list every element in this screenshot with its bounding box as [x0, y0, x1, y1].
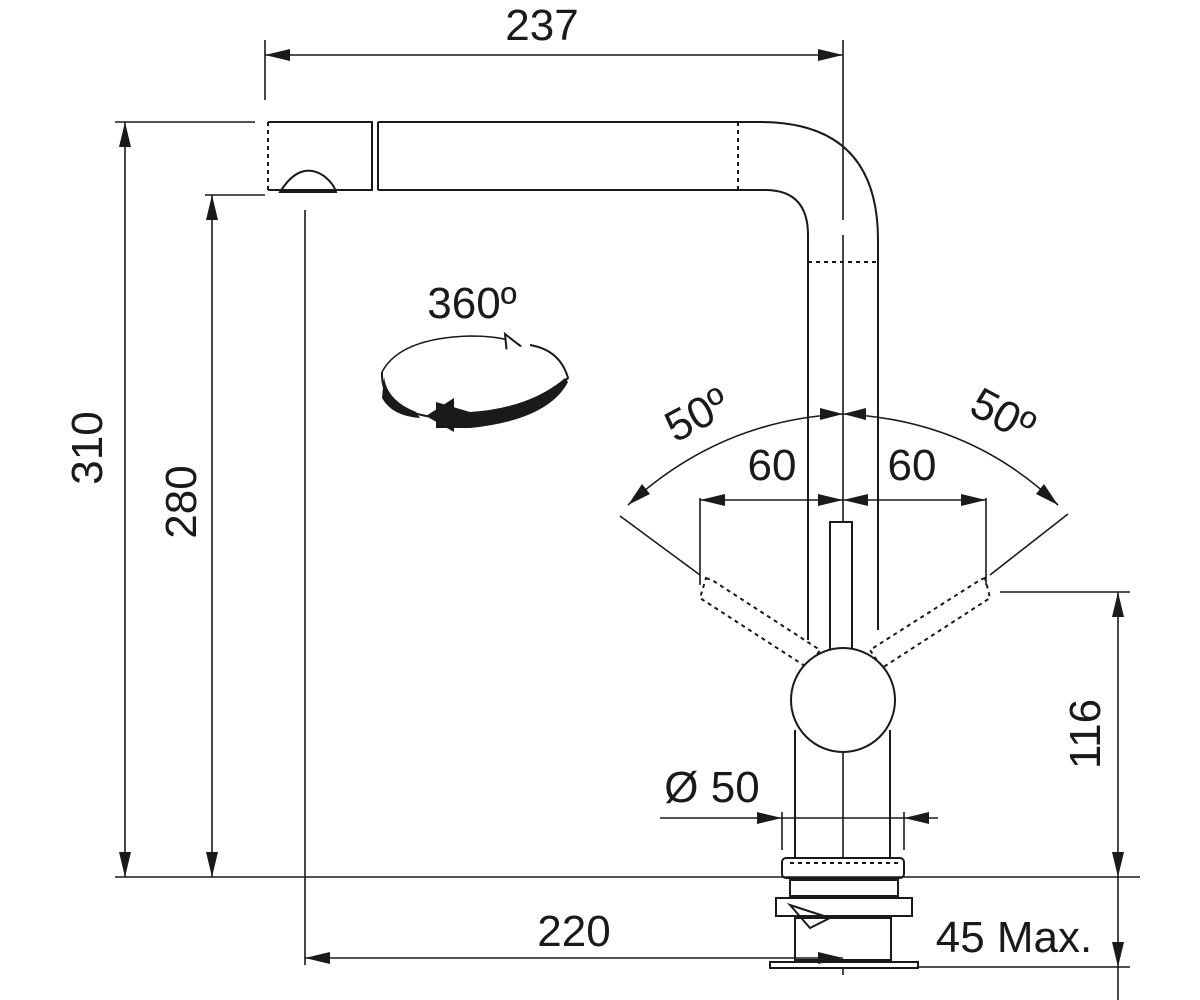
spout-head: [268, 121, 373, 191]
lower-body: [794, 730, 891, 860]
dimension-lines: [115, 40, 1140, 1000]
base-ring-top: [781, 857, 905, 879]
spout-bend-outer: [738, 121, 879, 630]
label-spout-projection: 220: [537, 907, 610, 956]
lever-arm-right: [868, 576, 992, 670]
base-shank: [794, 917, 892, 961]
lever-arm-left: [698, 576, 822, 670]
dim-angle-left-arc: [627, 413, 844, 506]
handle-ball: [790, 647, 896, 753]
label-spout-height: 280: [157, 465, 206, 538]
dimension-labels: 237 310 280 360º 50º 50º 60 60 116 Ø 50 …: [63, 1, 1110, 962]
base-nut: [789, 879, 899, 897]
spout-bend-inner: [738, 189, 809, 640]
label-lever-angle-right: 50º: [963, 378, 1043, 452]
lever-stem: [829, 521, 853, 663]
label-lever-reach-left: 60: [748, 441, 797, 490]
label-base-diameter: Ø 50: [664, 763, 759, 812]
rotation-arrow-icon: [380, 331, 570, 432]
label-lever-reach-right: 60: [888, 441, 937, 490]
aerator: [278, 169, 338, 193]
label-total-height: 310: [63, 411, 112, 484]
label-lever-height: 116: [1061, 699, 1110, 769]
dim-angle-right-arc: [842, 413, 1059, 506]
label-deck-thickness: 45 Max.: [936, 913, 1093, 962]
base-clip: [786, 902, 833, 930]
faucet-body: [267, 121, 992, 975]
label-spout-reach: 237: [505, 1, 578, 50]
base-plate: [769, 961, 919, 969]
label-swivel-angle: 360º: [427, 279, 516, 328]
